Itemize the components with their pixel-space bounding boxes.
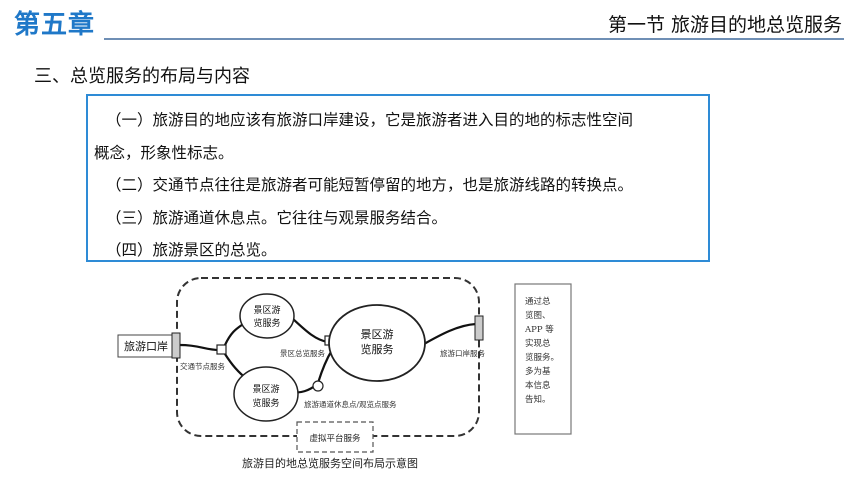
virtual-platform-box: [296, 421, 374, 453]
scenic-top-line1: 景区游: [253, 304, 280, 316]
content-line-1: （一）旅游目的地应该有旅游口岸建设，它是旅游者进入目的地的标志性空间: [106, 111, 634, 129]
page-heading: 三、总览服务的布局与内容: [34, 66, 250, 87]
scenic-bottom-line2: 览服务: [252, 397, 279, 409]
side-note-line: 多为基: [525, 366, 551, 377]
traffic-node-marker: [216, 344, 227, 355]
side-note-line: 览服务。: [525, 352, 559, 363]
scenic-area-bottom: [233, 366, 299, 422]
rest-point-label: 旅游通道休息点/观览点服务: [304, 399, 397, 409]
content-box: （一）旅游目的地应该有旅游口岸建设，它是旅游者进入目的地的标志性空间 概念，形象…: [86, 94, 710, 262]
diagram-caption: 旅游目的地总览服务空间布局示意图: [242, 457, 418, 470]
route-line: [179, 343, 221, 352]
scenic-overview-label: 景区总览服务: [280, 348, 325, 358]
header-divider: [104, 38, 844, 40]
port-service-label: 旅游口岸服务: [440, 348, 485, 358]
content-line-3: （三）旅游通道休息点。它往往与观景服务结合。: [106, 208, 448, 227]
port-gate-marker: [171, 332, 181, 359]
content-line-2: （二）交通节点往往是旅游者可能短暂停留的地方，也是旅游线路的转换点。: [106, 176, 634, 194]
route-line: [423, 322, 477, 345]
chapter-title: 第五章: [14, 10, 96, 40]
scenic-main-line1: 景区游: [361, 328, 394, 341]
side-note-line: 实现总: [525, 338, 551, 349]
scenic-area-main: [328, 304, 426, 382]
side-note-line: 览图、: [525, 310, 551, 321]
rest-point-marker: [312, 380, 324, 392]
side-note-line: 本信息: [525, 380, 551, 391]
side-note-line: 告知。: [525, 394, 551, 405]
side-note-box: [514, 283, 572, 435]
section-title: 第一节 旅游目的地总览服务: [607, 14, 842, 36]
virtual-platform-label: 虚拟平台服务: [309, 433, 361, 444]
scenic-area-top: [239, 293, 295, 339]
port-right-marker: [474, 315, 484, 341]
route-line: [291, 317, 329, 344]
content-line-1-cont: 概念，形象性标志。: [94, 143, 234, 162]
scenic-top-line2: 览服务: [253, 317, 280, 329]
content-line-4: （四）旅游景区的总览。: [106, 241, 277, 259]
scenic-main-line2: 览服务: [361, 342, 394, 356]
side-note-line: APP 等: [524, 324, 554, 335]
port-left-label: 旅游口岸: [124, 339, 168, 353]
side-note-line: 通过总: [525, 296, 551, 307]
scenic-bottom-line1: 景区游: [252, 383, 279, 395]
traffic-node-label: 交通节点服务: [180, 361, 225, 371]
